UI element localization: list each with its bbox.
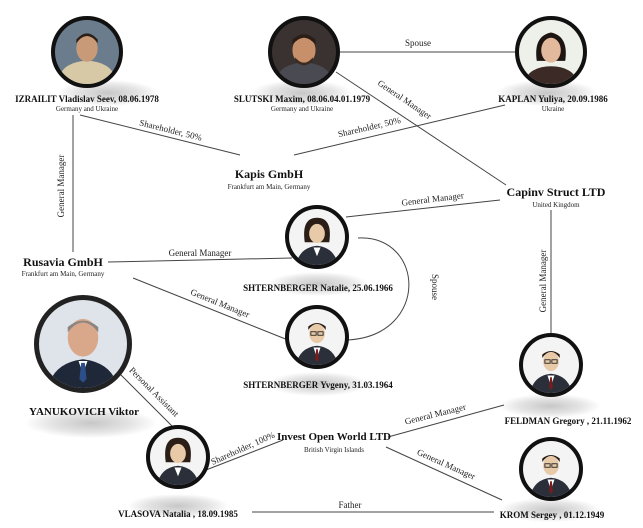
portrait-shadow (268, 272, 368, 296)
edge-label: General Manager (376, 78, 434, 121)
person-name-shternberger-natalie: SHTERNBERGER Natalie, 25.06.1966 (243, 283, 393, 293)
edge-label: General Manager (404, 402, 467, 427)
edge-gm-natalie-capinv (345, 199, 501, 218)
businesswoman-avatar-icon (285, 205, 349, 269)
portrait-shadow (26, 408, 156, 438)
edge-pa-yanukovich-vlasova (117, 371, 175, 429)
edge-sh-slutski-kapis (293, 104, 506, 156)
edge-label: Shareholder, 50% (337, 115, 402, 139)
man-photo-icon (268, 16, 340, 88)
person-name-feldman: FELDMAN Gregory , 21.11.1962 (504, 416, 632, 426)
org-location-rusavia: Frankfurt am Main, Germany (21, 270, 105, 278)
org-name-kapis: Kapis GmbH (234, 167, 304, 181)
edge-gm-feldman-iow (387, 404, 505, 438)
edge-label: Shareholder, 100% (209, 430, 276, 467)
org-location-kapis: Frankfurt am Main, Germany (227, 183, 311, 191)
edge-gm-krom-iow (385, 446, 503, 501)
edge-label: Shareholder, 50% (138, 117, 203, 142)
org-location-invest-open-world: British Virgin Islands (304, 446, 364, 454)
portrait-shadow (500, 498, 600, 522)
person-name-shternberger-yvgeny: SHTERNBERGER Yvgeny, 31.03.1964 (243, 380, 393, 390)
person-name-slutski: SLUTSKI Maxim, 08.06.04.01.1979 (233, 94, 371, 104)
woman-photo-icon (515, 16, 587, 88)
edge-sh-izrailit-kapis (79, 114, 241, 156)
portrait-shadow (500, 394, 600, 418)
man-photo-icon (34, 295, 132, 393)
org-name-rusavia: Rusavia GmbH (23, 255, 103, 269)
edge-label: Father (339, 500, 362, 510)
edge-gm-yvgeny-rusavia (132, 277, 289, 341)
edge-label: General Manager (538, 250, 548, 313)
edge-label: General Manager (189, 287, 251, 320)
org-name-capinv: Capinv Struct LTD (506, 185, 606, 199)
portrait-shadow (128, 494, 228, 518)
person-name-yanukovich: YANUKOVICH Viktor (29, 406, 139, 418)
person-country-izrailit: Germany and Ukraine (55, 105, 119, 113)
man-photo-icon (51, 16, 123, 88)
businesswoman-avatar-icon (146, 425, 210, 489)
portrait-shadow (268, 372, 368, 396)
edge-label: Spouse (430, 274, 440, 300)
edge-sh-vlasova-iow (205, 439, 284, 471)
person-name-izrailit: IZRAILIT Vladislav Seev, 08.06.1978 (15, 94, 159, 104)
person-name-kaplan: KAPLAN Yuliya, 20.09.1986 (498, 94, 608, 104)
edge-label: General Manager (56, 155, 66, 218)
person-name-vlasova: VLASOVA Natalia , 18.09.1985 (118, 509, 238, 519)
edge-gm-slutski-capinv (335, 71, 507, 186)
org-name-invest-open-world: Invest Open World LTD (276, 431, 392, 443)
businessman-avatar-icon (519, 437, 583, 501)
edge-label: General Manager (169, 248, 232, 258)
edge-spouse-shternberger (347, 237, 410, 341)
businessman-avatar-icon (519, 333, 583, 397)
person-country-slutski: Germany and Ukraine (270, 105, 334, 113)
businessman-avatar-icon (285, 305, 349, 369)
person-name-krom: KROM Sergey , 01.12.1949 (499, 510, 605, 520)
person-country-kaplan: Ukraine (541, 105, 565, 113)
edge-label: Spouse (405, 38, 431, 48)
org-location-capinv: United Kingdom (532, 201, 580, 209)
edge-gm-natalie-rusavia (107, 257, 293, 263)
